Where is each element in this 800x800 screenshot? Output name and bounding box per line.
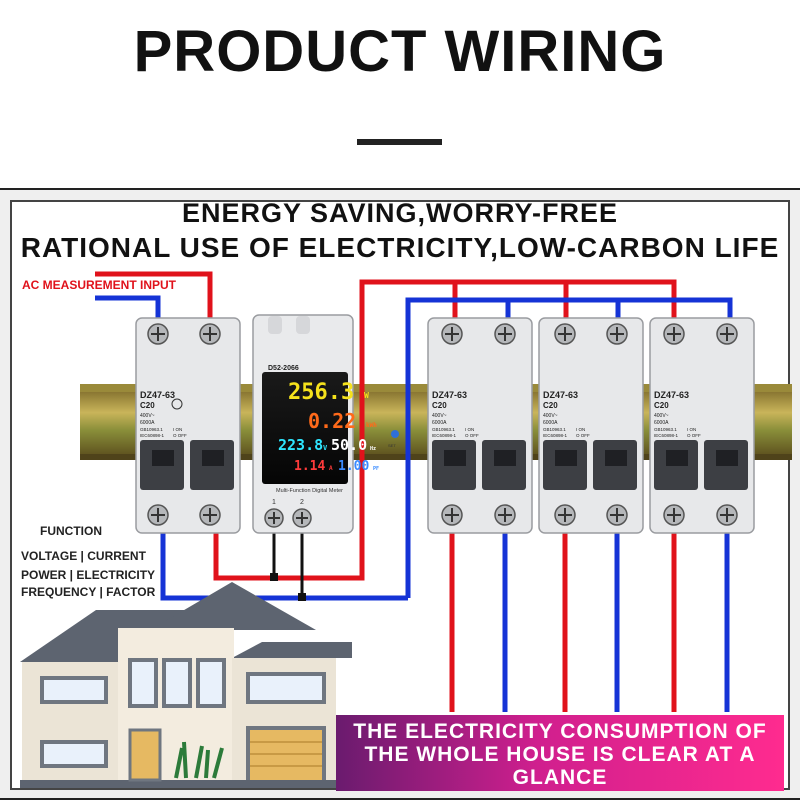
branch-3-capacity: 6000A [654,420,669,426]
ac-measurement-label: AC MEASUREMENT INPUT [22,278,177,292]
branch-2-on: I ON [576,427,585,432]
meter-frequency-value: 50.0 [331,436,367,454]
branch-2-voltage: 400V~ [543,413,558,419]
ac-input-wires [95,271,213,318]
function-title: FUNCTION [40,524,102,538]
main-breaker-rating: C20 [140,401,155,410]
branch-breaker-2 [538,317,644,534]
branch-breaker-3 [649,317,755,534]
main-output-wires [160,318,408,601]
headline-low-carbon: RATIONAL USE OF ELECTRICITY,LOW-CARBON L… [20,232,780,263]
branch-1-rating: C20 [432,401,447,410]
meter-factor-value: 1.00 [338,459,369,474]
branch-2-capacity: 6000A [543,420,558,426]
headline-energy-saving: ENERGY SAVING,WORRY-FREE [181,198,619,228]
meter-power-value: 256.3 [288,380,354,405]
branch-1-model: DZ47-63 [432,390,467,400]
branch-2-model: DZ47-63 [543,390,578,400]
branch-1-on: I ON [465,427,474,432]
house-illustration [20,582,352,788]
banner-line-3: GLANCE [512,766,608,789]
set-button[interactable] [391,430,399,438]
meter-current-unit: A [329,465,333,472]
branch-3-std-1: GB10963.1 [654,427,677,432]
function-line-1: VOLTAGE | CURRENT [21,549,146,563]
branch-2-std-2: IEC60898-1 [543,433,568,438]
function-line-2: POWER | ELECTRICITY [21,568,156,582]
energy-meter [252,314,399,534]
title-underline [357,139,442,145]
meter-current-value: 1.14 [294,459,325,474]
branch-2-off: O OFF [576,433,590,438]
branch-3-voltage: 400V~ [654,413,669,419]
branch-1-voltage: 400V~ [432,413,447,419]
main-breaker-voltage: 400V~ [140,413,155,419]
branch-1-capacity: 6000A [432,420,447,426]
branch-3-rating: C20 [654,401,669,410]
meter-power-unit: W [364,391,369,400]
main-breaker-model: DZ47-63 [140,390,175,400]
meter-terminal-1: 1 [272,499,276,506]
meter-caption: Multi-Function Digital Meter [276,488,343,494]
meter-factor-unit: PF [373,466,379,472]
meter-voltage-value: 223.8 [278,436,323,454]
branch-3-std-2: IEC60898-1 [654,433,679,438]
page-title: PRODUCT WIRING [133,19,667,84]
branch-3-model: DZ47-63 [654,390,689,400]
branch-3-on: I ON [687,427,696,432]
meter-frequency-unit: Hz [370,446,376,452]
branch-1-std-1: GB10963.1 [432,427,455,432]
branch-1-std-2: IEC60898-1 [432,433,457,438]
banner-line-1: THE ELECTRICITY CONSUMPTION OF [353,720,767,743]
banner-line-2: THE WHOLE HOUSE IS CLEAR AT A [364,743,756,766]
branch-3-off: O OFF [687,433,701,438]
main-breaker-std-2: IEC60898-1 [140,433,165,438]
ce-mark-icon [171,398,183,410]
main-breaker-std-1: GB10963.1 [140,427,163,432]
branch-breaker-1 [427,317,533,534]
main-breaker-on: I ON [173,427,182,432]
meter-voltage-unit: V [323,444,328,452]
main-breaker-off: O OFF [173,433,187,438]
meter-energy-unit: kWh [366,422,377,429]
branch-output-wires [449,530,730,712]
branch-2-std-1: GB10963.1 [543,427,566,432]
branch-2-rating: C20 [543,401,558,410]
main-breaker-capacity: 6000A [140,420,155,426]
meter-set-label: SET [388,443,396,448]
function-line-3: FREQUENCY | FACTOR [21,585,156,599]
branch-bus-wires [359,279,733,598]
meter-model: D52-2066 [268,365,299,372]
consumption-banner: THE ELECTRICITY CONSUMPTION OF THE WHOLE… [336,715,784,791]
meter-terminal-2: 2 [300,499,304,506]
branch-1-off: O OFF [465,433,479,438]
meter-energy-value: 0.22 [308,409,356,433]
main-breaker [135,317,241,534]
